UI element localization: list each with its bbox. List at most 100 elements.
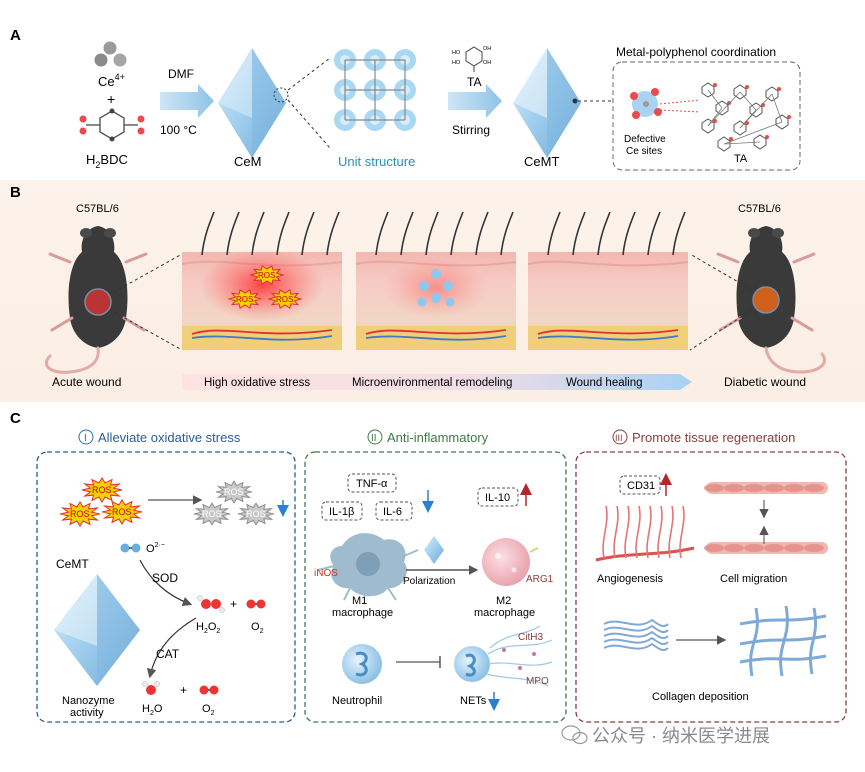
stage-progress-bar (182, 374, 692, 390)
polarization-crystal-icon (424, 536, 444, 564)
ros-quenched-text: ROS (202, 509, 222, 519)
panel-c-label: C (10, 410, 21, 427)
nets-label: NETs (460, 695, 487, 707)
diabetic-wound-label: Diabetic wound (724, 375, 806, 389)
section1-header: I Alleviate oxidative stress (78, 429, 241, 445)
h2o-label: H2O (142, 703, 163, 717)
cemt-nanozyme-label: CeMT (56, 557, 89, 571)
ce-label: Ce4+ (98, 72, 125, 89)
ros-active-text: ROS (112, 507, 132, 517)
il6-badge (375, 501, 413, 521)
plus-sign: + (107, 91, 115, 107)
m1-line1: M1 (352, 595, 367, 607)
svg-text:ROS: ROS (258, 271, 275, 280)
watermark-text: 公众号 · 纳米医学进展 (592, 726, 770, 746)
neutrophil-label: Neutrophil (332, 695, 382, 707)
svg-text:HO: HO (452, 50, 461, 56)
section2-box (304, 451, 567, 723)
h2bdc-label: H2BDC (86, 152, 128, 170)
coordination-box (612, 61, 801, 171)
left-strain-label: C57BL/6 (76, 203, 119, 215)
o2-molecule-icon (246, 599, 266, 609)
il10-badge (477, 487, 519, 507)
svg-text:Alleviate oxidative stress: Alleviate oxidative stress (98, 430, 241, 445)
panel-a-label: A (10, 27, 21, 44)
h2bdc-molecule-icon (79, 108, 145, 142)
section3-header: III Promote tissue regeneration (612, 429, 795, 445)
m1-macrophage-icon (317, 533, 419, 601)
svg-text:Anti-inflammatory: Anti-inflammatory (387, 430, 489, 445)
svg-text:HO: HO (452, 60, 461, 66)
cemt-label: CeMT (524, 154, 559, 169)
coating-arrow (448, 84, 502, 118)
svg-text:OH: OH (483, 46, 491, 52)
angiogenesis-label: Angiogenesis (597, 573, 664, 585)
m2-macrophage-icon (482, 538, 539, 586)
h2o2-molecule-icon (197, 595, 225, 613)
o2-label: O2 (251, 621, 264, 635)
cat-label: CAT (156, 647, 180, 661)
nanozyme-line2: activity (70, 707, 104, 719)
svg-text:ROS: ROS (276, 295, 293, 304)
dmf-label: DMF (168, 67, 194, 81)
arg1-label: ARG1 (526, 574, 554, 585)
il1b-label: IL-1β (329, 506, 354, 518)
defective-line1: Defective (624, 134, 666, 145)
svg-text:OH: OH (483, 60, 491, 66)
ros-badge-3: ROS (267, 289, 303, 309)
collagen-loose-icon (603, 618, 669, 652)
plus-h2o-o2: + (180, 683, 187, 697)
tnf-label: TNF-α (356, 478, 388, 490)
coordination-title: Metal-polyphenol coordination (616, 45, 776, 59)
neutrophil-icon (342, 644, 382, 684)
svg-text:ROS: ROS (236, 295, 253, 304)
skin-sections (181, 211, 689, 350)
collagen-label: Collagen deposition (652, 691, 749, 703)
h2o2-label: H2O2 (196, 621, 220, 635)
ta-molecule-icon (465, 46, 483, 72)
m2-line1: M2 (496, 595, 511, 607)
defective-line2: Ce sites (626, 146, 662, 157)
acute-wound-mouse-icon (44, 226, 148, 374)
section1-box (36, 451, 296, 723)
ros-active-text: ROS (70, 509, 90, 519)
cemt-octahedron-icon (513, 48, 581, 158)
h2o-molecule-icon (142, 681, 160, 695)
ce-ions-icon (94, 41, 127, 67)
plus-h2o2-o2: + (230, 597, 237, 611)
cd31-label: CD31 (627, 480, 655, 492)
cat-arrow (146, 617, 197, 679)
unit-structure-label: Unit structure (338, 154, 415, 169)
cem-octahedron-icon (218, 48, 286, 158)
defective-ce-cluster-icon (630, 88, 662, 119)
ros-quenched-cluster: ROS ROS ROS (193, 480, 275, 526)
ta-network-icon (701, 82, 791, 152)
right-strain-label: C57BL/6 (738, 203, 781, 215)
unit-structure-lattice-icon (334, 49, 416, 131)
acute-wound-label: Acute wound (52, 375, 121, 389)
zoom-marker (273, 87, 289, 103)
cell-migration-label: Cell migration (720, 573, 787, 585)
sod-arrow (139, 559, 193, 607)
superoxide-label: O2·− (146, 542, 165, 555)
sod-label: SOD (152, 571, 178, 585)
collagen-mesh-icon (739, 605, 827, 677)
tnf-badge (347, 473, 397, 493)
section2-header: II Anti-inflammatory (367, 429, 489, 445)
superoxide-molecule-icon (120, 543, 141, 553)
svg-text:Promote tissue regeneration: Promote tissue regeneration (632, 430, 795, 445)
ros-badge-2: ROS (227, 289, 263, 309)
cith3-label: CitH3 (518, 632, 543, 643)
cell-migration-icon (704, 482, 828, 554)
synthesis-arrow (160, 84, 214, 118)
svg-text:III: III (615, 433, 623, 443)
section3-box (575, 451, 847, 723)
svg-text:I: I (84, 433, 87, 444)
nets-icon (454, 625, 553, 687)
svg-text:II: II (371, 433, 377, 444)
ros-quenched-text: ROS (224, 487, 244, 497)
ros-quenched-text: ROS (246, 509, 266, 519)
ros-badge-1: ROS (249, 265, 285, 285)
